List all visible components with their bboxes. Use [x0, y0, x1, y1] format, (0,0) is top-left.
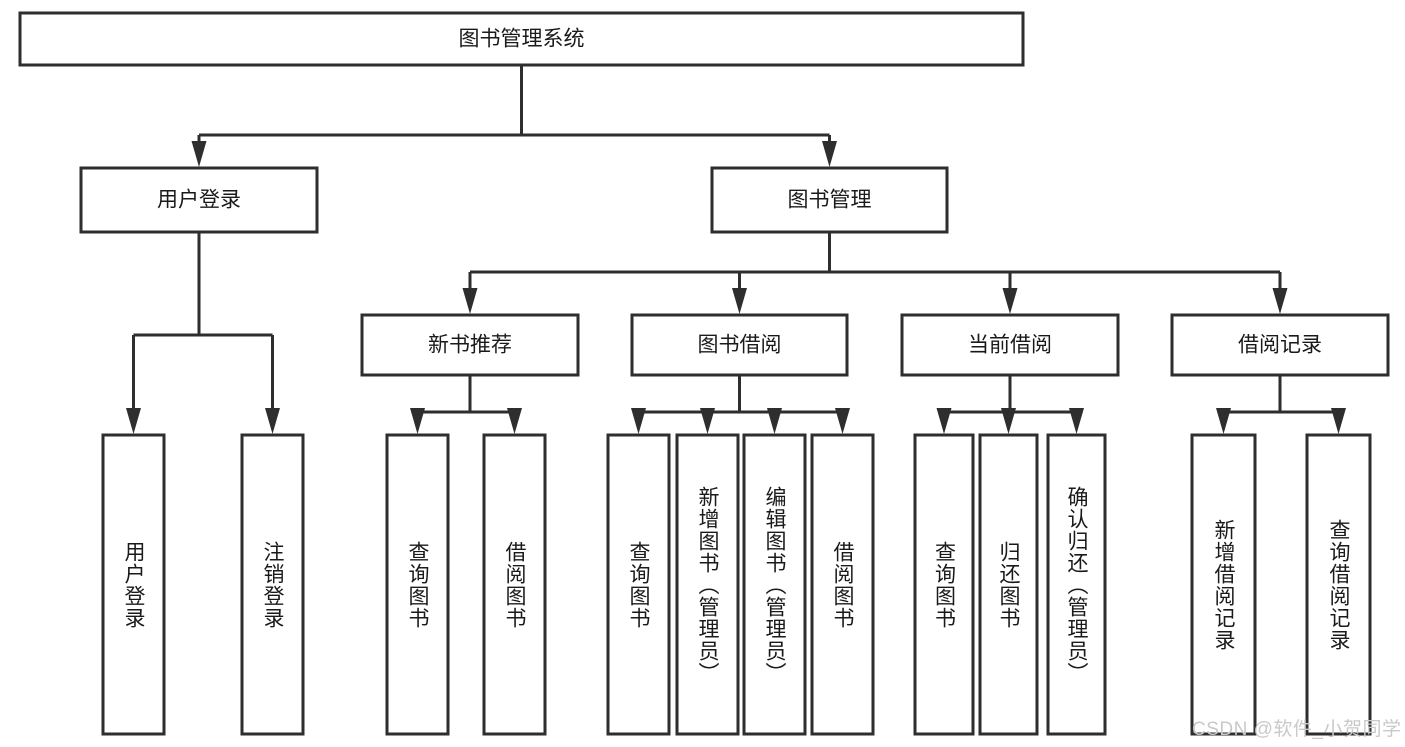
- arrow-head-icon: [507, 408, 522, 434]
- arrow-head-icon: [835, 408, 850, 434]
- connector-layer: [126, 65, 1346, 434]
- node-label-l2_1: 图书管理: [788, 189, 872, 212]
- node-box-leaf_4[interactable]: [606, 433, 671, 736]
- node-label-l3_2: 当前借阅: [968, 334, 1052, 357]
- node-label-l3_1: 图书借阅: [698, 334, 782, 357]
- arrow-head-icon: [1001, 408, 1016, 434]
- node-box-l3_3[interactable]: [1170, 313, 1390, 377]
- arrow-head-icon: [1331, 408, 1346, 434]
- node-box-leaf_6[interactable]: [742, 433, 807, 736]
- arrow-head-icon: [1002, 288, 1018, 314]
- arrow-head-icon: [822, 141, 837, 167]
- arrow-head-icon: [462, 288, 478, 314]
- node-box-l3_0[interactable]: [360, 313, 580, 377]
- arrow-head-icon: [1069, 408, 1084, 434]
- node-label-l2_0: 用户登录: [157, 189, 241, 212]
- node-box-l3_1[interactable]: [630, 313, 849, 377]
- node-box-leaf_3[interactable]: [482, 433, 547, 736]
- node-box-leaf_10[interactable]: [1046, 433, 1107, 736]
- arrow-head-icon: [265, 408, 280, 434]
- node-box-leaf_7[interactable]: [810, 433, 875, 736]
- arrow-head-icon: [191, 141, 207, 167]
- node-box-leaf_2[interactable]: [385, 433, 450, 736]
- arrow-head-icon: [1272, 288, 1288, 314]
- node-label-l3_3: 借阅记录: [1238, 334, 1322, 357]
- node-box-leaf_8[interactable]: [913, 433, 975, 736]
- arrow-head-icon: [767, 408, 782, 434]
- arrow-head-icon: [1216, 408, 1231, 434]
- node-box-l3_2[interactable]: [900, 313, 1120, 377]
- csdn-watermark: CSDN @软件_小贺同学: [1192, 719, 1402, 740]
- node-box-leaf_12[interactable]: [1305, 433, 1372, 736]
- node-box-leaf_1[interactable]: [240, 433, 305, 736]
- arrow-head-icon: [732, 288, 747, 314]
- node-box-root[interactable]: [18, 11, 1025, 67]
- arrow-head-icon: [126, 408, 141, 434]
- node-label-root: 图书管理系统: [459, 28, 585, 51]
- arrow-head-icon: [410, 408, 425, 434]
- node-box-leaf_0[interactable]: [101, 433, 166, 736]
- arrow-head-icon: [936, 408, 952, 434]
- arrow-head-icon: [631, 408, 646, 434]
- node-label-l3_0: 新书推荐: [428, 334, 512, 357]
- node-box-leaf_11[interactable]: [1190, 433, 1257, 736]
- node-box-layer: [18, 11, 1390, 736]
- arrow-head-icon: [700, 408, 715, 434]
- node-box-leaf_9[interactable]: [978, 433, 1039, 736]
- node-box-leaf_5[interactable]: [675, 433, 740, 736]
- node-box-l2_0[interactable]: [79, 166, 319, 234]
- node-box-l2_1[interactable]: [710, 166, 949, 234]
